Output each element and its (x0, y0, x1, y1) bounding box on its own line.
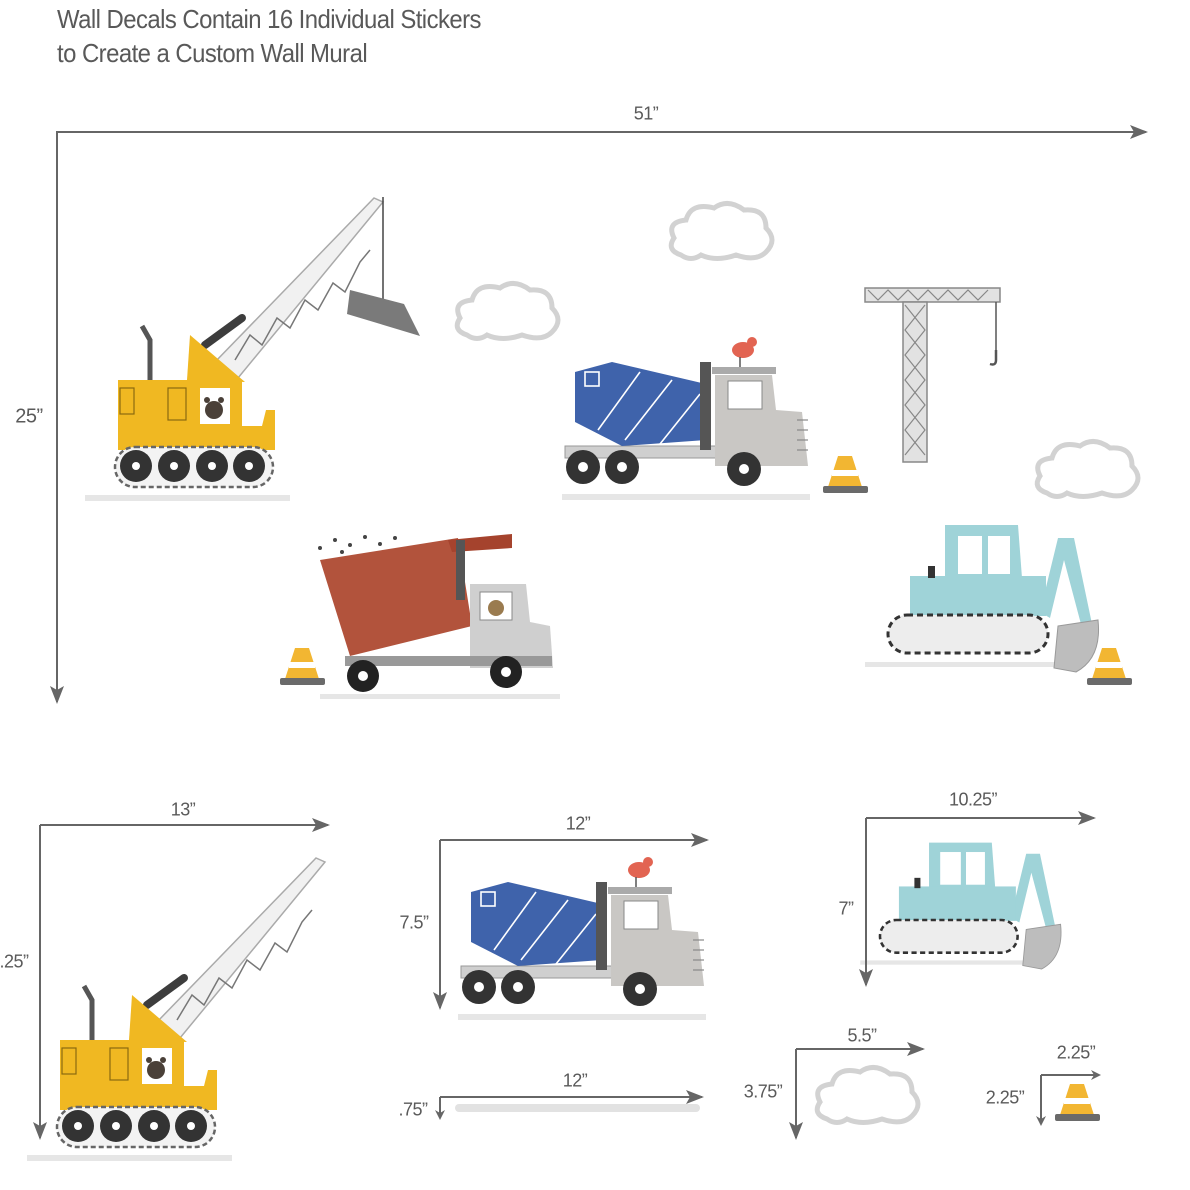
shadow-height-label: .75” (398, 1099, 428, 1120)
cloud-width-label: 5.5” (847, 1025, 877, 1046)
cone-sticker (823, 456, 868, 493)
mixer-width-label: 12” (565, 813, 591, 834)
cloud-sticker (1037, 441, 1138, 496)
cloud-height-label: 3.75” (743, 1081, 783, 1102)
cloud-sticker-detail (817, 1067, 918, 1122)
crane-sticker (85, 198, 383, 501)
mixer-height-label: 7.5” (399, 912, 429, 933)
cloud-sticker (671, 203, 772, 258)
crane-width-label: 13” (170, 799, 196, 820)
overall-dimension-arrows (50, 125, 1148, 704)
excavator-width-label: 10.25” (948, 789, 998, 810)
ground-shadow-sticker (455, 1104, 700, 1112)
shadow-width-label: 12” (562, 1070, 588, 1091)
mural-overview (85, 197, 1138, 700)
excavator-sticker-detail (858, 841, 1063, 971)
excavator-sticker (863, 523, 1101, 674)
cone-width-label: 2.25” (1056, 1042, 1096, 1063)
overall-width-label: 51” (633, 103, 659, 124)
title-line-2: to Create a Custom Wall Mural (57, 38, 368, 68)
overall-height-label: 25” (15, 405, 43, 428)
sticker-dimension-arrows (33, 811, 1101, 1140)
cone-sticker (280, 648, 325, 685)
cement-mixer-sticker-detail (457, 856, 707, 1021)
cloud-sticker (457, 283, 558, 338)
crane-sticker-detail (27, 858, 325, 1161)
excavator-height-label: 7” (838, 898, 854, 919)
cement-mixer-sticker (561, 336, 811, 501)
wrecking-block (347, 290, 420, 336)
cone-height-label: 2.25” (985, 1087, 1025, 1108)
title-line-1: Wall Decals Contain 16 Individual Sticke… (57, 4, 482, 34)
crane-height-label: .25” (0, 951, 29, 972)
dump-truck-sticker (317, 533, 561, 700)
tower-crane-sticker (863, 286, 1002, 464)
cone-sticker-detail (1055, 1084, 1100, 1121)
